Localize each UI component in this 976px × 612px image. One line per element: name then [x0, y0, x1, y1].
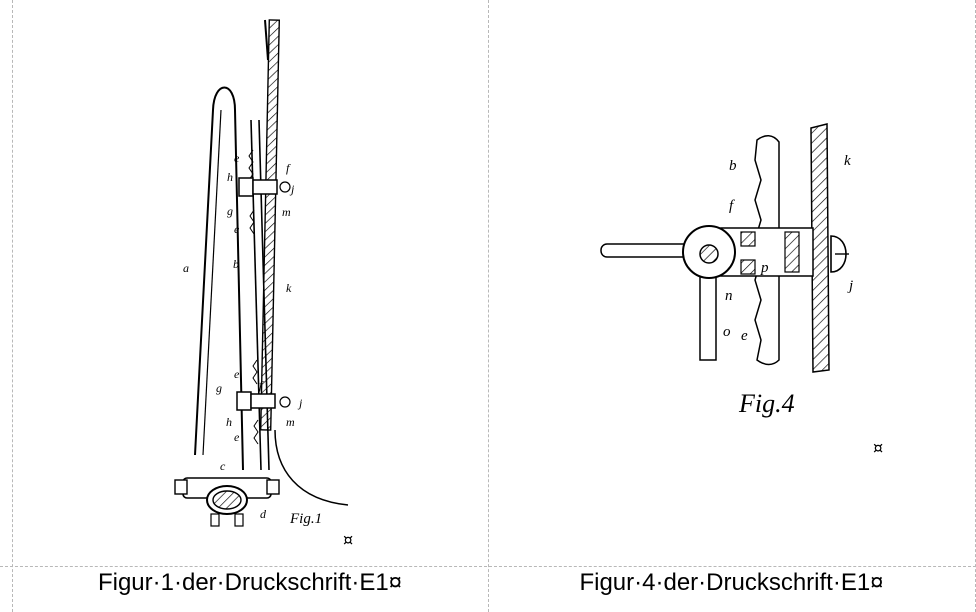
label-b: b	[729, 158, 737, 174]
table-row-divider	[0, 566, 976, 567]
label-e2: e	[234, 222, 240, 236]
fig4-title: Fig.4	[738, 389, 795, 418]
caption-figure-1: Figur·1·der·Druckschrift·E1¤	[97, 569, 403, 596]
label-m1: m	[282, 205, 291, 219]
label-f1: f	[286, 161, 291, 175]
label-c: c	[220, 459, 226, 473]
figure-1-drawing: a b c d e e e e f f g g h h j j k m m Fi…	[174, 19, 349, 527]
label-h1: h	[227, 170, 233, 184]
rod-o	[699, 269, 717, 361]
cell-mark-1: ¤	[343, 530, 354, 549]
label-a: a	[183, 261, 189, 275]
pipe-clamp-cd	[174, 477, 280, 527]
label-o: o	[723, 324, 731, 340]
cable	[274, 429, 349, 506]
cell-mark-2: ¤	[873, 438, 884, 457]
label-g2: g	[216, 381, 222, 395]
label-n: n	[725, 288, 733, 304]
label-e1: e	[234, 151, 240, 165]
label-m2: m	[286, 415, 295, 429]
serration-e	[248, 149, 259, 445]
label-e: e	[741, 328, 748, 344]
label-f: f	[729, 198, 735, 214]
label-e4: e	[234, 430, 240, 444]
figure-4-drawing: b k f p n j o e Fig.4	[600, 123, 853, 418]
label-j1: j	[289, 182, 295, 196]
label-d: d	[260, 507, 267, 521]
table-divider-center	[488, 0, 489, 612]
label-p: p	[760, 260, 769, 276]
label-f2: f	[259, 378, 264, 392]
hatched-strip-k	[259, 19, 281, 431]
label-g1: g	[227, 204, 233, 218]
clamp-lower	[236, 391, 291, 411]
label-e3: e	[234, 367, 240, 381]
label-b: b	[233, 257, 239, 271]
stub-rod	[600, 243, 692, 258]
label-j: j	[847, 278, 853, 294]
table-border-left	[12, 0, 13, 612]
label-k: k	[844, 153, 851, 169]
label-k: k	[286, 281, 292, 295]
caption-figure-4: Figur·4·der·Druckschrift·E1¤	[579, 569, 884, 596]
hatched-plate-k	[810, 123, 830, 373]
label-j2: j	[297, 396, 303, 410]
rod-a	[194, 86, 244, 471]
fig1-title: Fig.1	[289, 511, 322, 527]
clamp-upper	[238, 177, 291, 197]
label-h2: h	[226, 415, 232, 429]
